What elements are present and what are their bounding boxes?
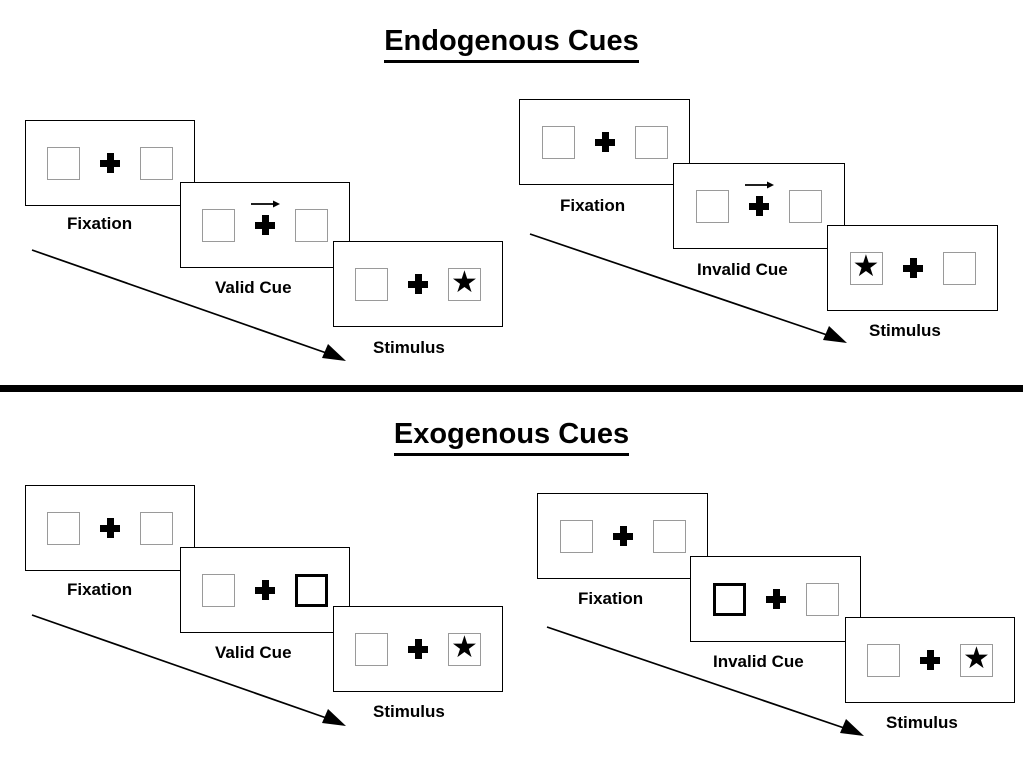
frame-content: ★ (849, 250, 976, 285)
frame-endogenous-valid-stimulus: ★ (333, 241, 503, 327)
section-title-exogenous: Exogenous Cues (0, 418, 1023, 456)
right-cued-box (295, 573, 328, 607)
frame-content (47, 511, 173, 545)
star-icon: ★ (852, 250, 880, 283)
section-title-endogenous-text: Endogenous Cues (384, 25, 639, 63)
section-divider (0, 385, 1023, 392)
frame-endogenous-valid-cue (180, 182, 350, 268)
stage-label-exogenous-invalid-fixation: Fixation (578, 589, 644, 608)
frame-content (47, 146, 173, 180)
plus-cross-icon (100, 518, 120, 538)
right-placeholder-box (652, 519, 686, 553)
frame-content: ★ (355, 266, 481, 301)
flow-arrow-exogenous-invalid (545, 625, 870, 741)
plus-cross-icon (408, 274, 428, 294)
stage-label-exogenous-valid-fixation: Fixation (67, 580, 133, 599)
plus-cross-icon (902, 258, 923, 278)
frame-endogenous-invalid-cue (673, 163, 845, 249)
frame-content (712, 582, 839, 616)
plus-cross-icon (612, 526, 633, 546)
plus-cross-icon (920, 650, 940, 670)
plus-cross-icon (745, 181, 774, 216)
stage-label-endogenous-invalid-stimulus: Stimulus (869, 321, 941, 340)
frame-endogenous-valid-fixation (25, 120, 195, 206)
frame-content: ★ (355, 631, 481, 666)
plus-cross-icon (255, 580, 275, 600)
left-placeholder-box (202, 573, 235, 607)
section-title-exogenous-text: Exogenous Cues (393, 418, 630, 456)
right-placeholder-box (942, 251, 976, 285)
right-placeholder-box (295, 208, 328, 242)
frame-endogenous-invalid-fixation (519, 99, 690, 185)
right-placeholder-box (789, 189, 822, 223)
frame-content: ★ (867, 642, 993, 677)
stage-label-endogenous-valid-stimulus: Stimulus (373, 338, 445, 357)
section-title-endogenous: Endogenous Cues (0, 25, 1023, 63)
star-icon: ★ (451, 631, 478, 664)
stage-label-endogenous-valid-cue: Valid Cue (215, 278, 292, 297)
right-placeholder-box (805, 582, 839, 616)
frame-exogenous-invalid-stimulus: ★ (845, 617, 1015, 703)
frame-exogenous-valid-fixation (25, 485, 195, 571)
right-placeholder-box (634, 125, 668, 159)
frame-exogenous-valid-stimulus: ★ (333, 606, 503, 692)
left-placeholder-box (355, 632, 388, 666)
stage-label-exogenous-valid-cue: Valid Cue (215, 643, 292, 662)
right-target-box: ★ (448, 631, 481, 666)
frame-content (202, 200, 328, 242)
frame-content (202, 573, 328, 607)
frame-content (559, 519, 686, 553)
arrow-right-icon (250, 198, 280, 210)
left-placeholder-box (202, 208, 235, 242)
stage-label-endogenous-valid-fixation: Fixation (67, 214, 133, 233)
left-placeholder-box (867, 643, 900, 677)
left-placeholder-box (696, 189, 729, 223)
flow-arrow-endogenous-invalid (528, 232, 853, 348)
left-placeholder-box (355, 267, 388, 301)
plus-cross-icon (594, 132, 615, 152)
left-target-box: ★ (849, 250, 883, 285)
left-placeholder-box (541, 125, 575, 159)
left-cued-box (712, 582, 746, 616)
frame-exogenous-valid-cue (180, 547, 350, 633)
frame-exogenous-invalid-fixation (537, 493, 708, 579)
plus-cross-icon (251, 200, 280, 235)
star-icon: ★ (963, 642, 990, 675)
stage-label-exogenous-invalid-cue: Invalid Cue (713, 652, 804, 671)
frame-content (541, 125, 668, 159)
stage-label-endogenous-invalid-fixation: Fixation (560, 196, 626, 215)
left-placeholder-box (47, 511, 80, 545)
left-placeholder-box (559, 519, 593, 553)
star-icon: ★ (451, 266, 478, 299)
stage-label-endogenous-invalid-cue: Invalid Cue (697, 260, 788, 279)
stage-label-exogenous-invalid-stimulus: Stimulus (886, 713, 958, 732)
right-target-box: ★ (448, 266, 481, 301)
plus-cross-icon (100, 153, 120, 173)
right-placeholder-box (140, 146, 173, 180)
arrow-right-icon (744, 179, 774, 191)
frame-content (696, 181, 822, 223)
right-placeholder-box (140, 511, 173, 545)
plus-cross-icon (765, 589, 786, 609)
left-placeholder-box (47, 146, 80, 180)
stage-label-exogenous-valid-stimulus: Stimulus (373, 702, 445, 721)
frame-endogenous-invalid-stimulus: ★ (827, 225, 998, 311)
right-target-box: ★ (960, 642, 993, 677)
frame-exogenous-invalid-cue (690, 556, 861, 642)
plus-cross-icon (408, 639, 428, 659)
